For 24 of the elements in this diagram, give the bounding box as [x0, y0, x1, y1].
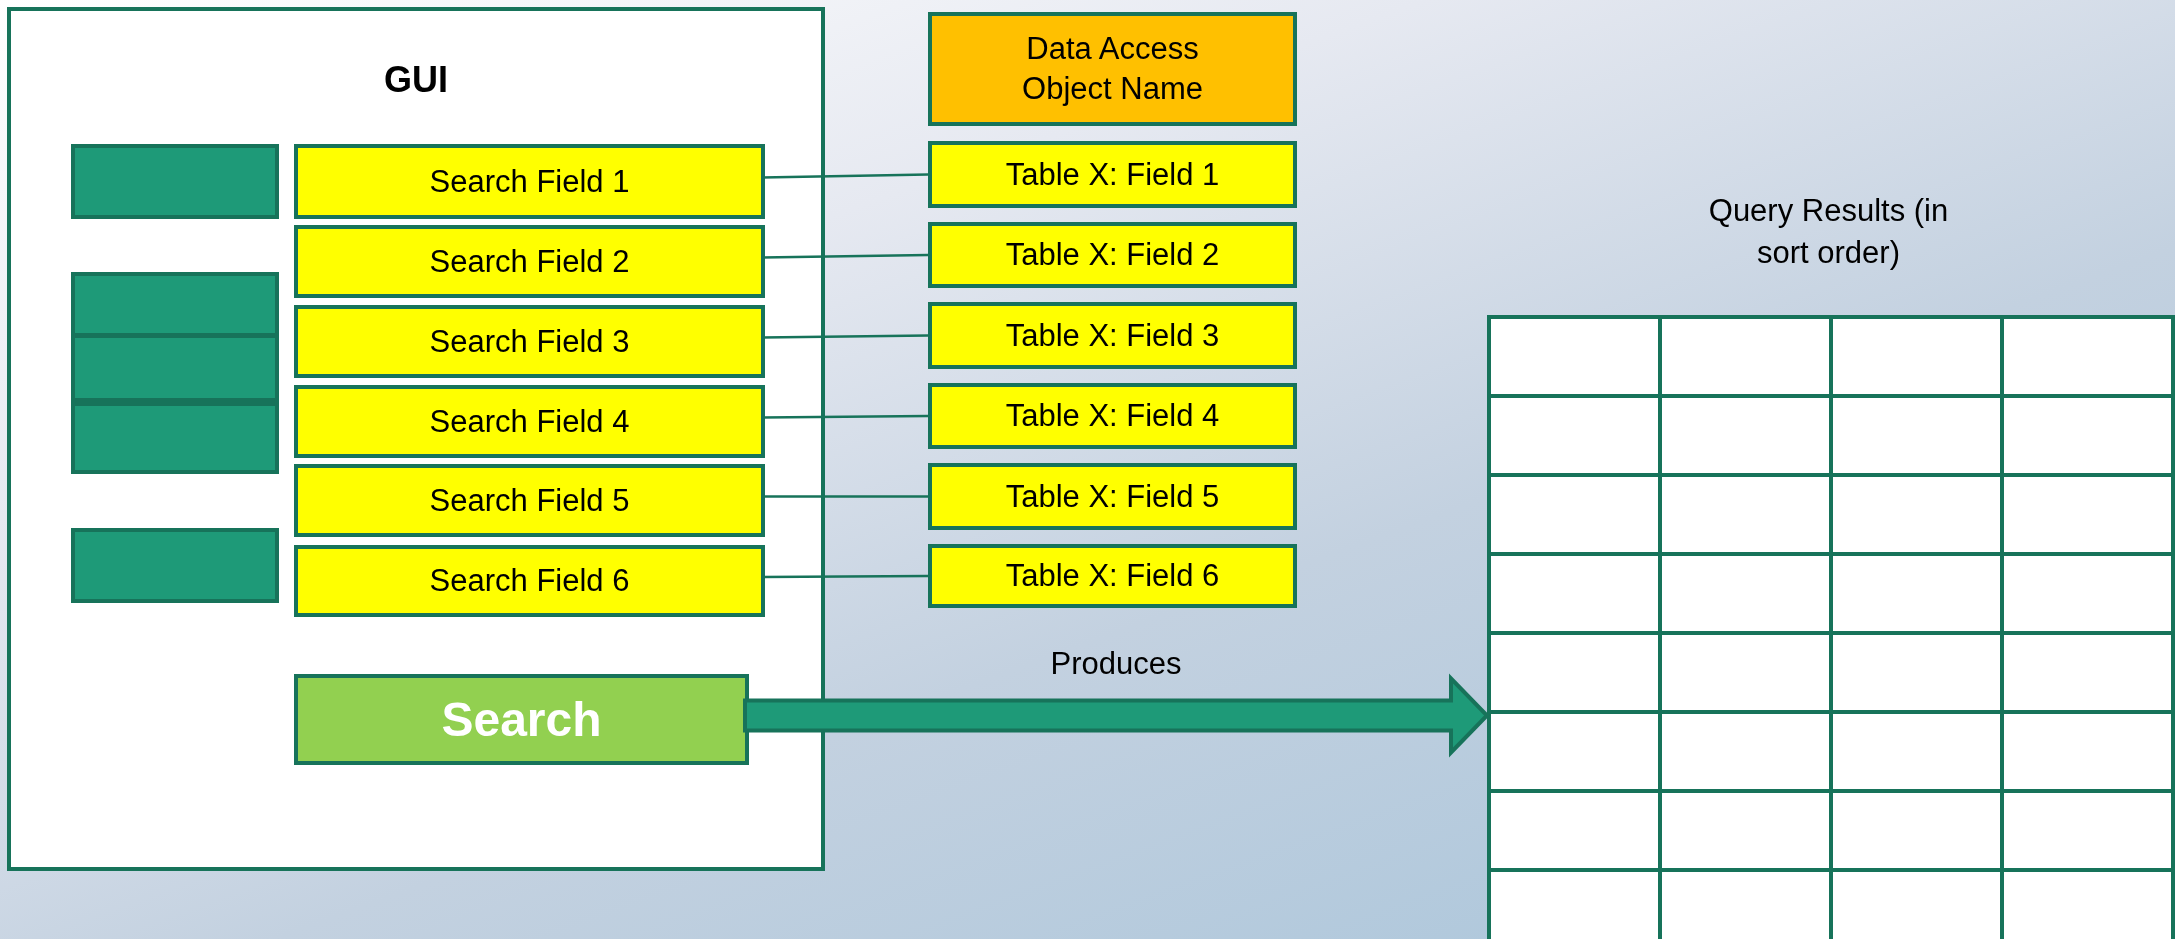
edge-label: Produces	[1050, 645, 1182, 682]
thick-arrow	[743, 673, 1490, 758]
field-box: Search Field 6	[294, 545, 765, 617]
table-title: Query Results (in sort order)	[1707, 192, 1950, 272]
field-box: Search Field 2	[294, 225, 765, 298]
field-box: Table X: Field 5	[928, 463, 1297, 530]
field-box: Table X: Field 3	[928, 302, 1297, 369]
panel-box	[71, 272, 279, 337]
field-box: Search Field 1	[294, 144, 765, 219]
panel-title: GUI	[384, 59, 448, 101]
field-box: Table X: Field 6	[928, 544, 1297, 608]
search-button: Search	[294, 674, 749, 765]
panel-box	[71, 334, 279, 402]
field-box: Search Field 4	[294, 385, 765, 458]
panel-box	[71, 528, 279, 603]
panel-box	[71, 144, 279, 219]
field-box: Search Field 5	[294, 464, 765, 537]
field-box: Table X: Field 4	[928, 383, 1297, 449]
panel-box	[71, 402, 279, 474]
field-box: Table X: Field 1	[928, 141, 1297, 208]
header-box: Data Access Object Name	[928, 12, 1297, 126]
field-box: Table X: Field 2	[928, 222, 1297, 288]
field-box: Search Field 3	[294, 305, 765, 378]
gui-panel	[7, 7, 825, 871]
